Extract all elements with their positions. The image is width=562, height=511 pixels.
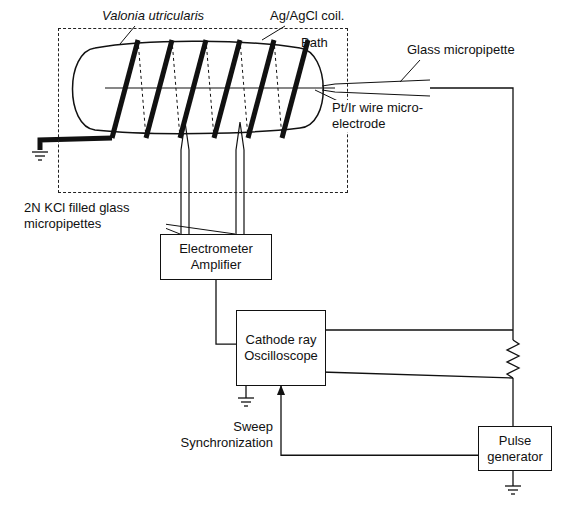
glass-micropipette [322,80,430,96]
coil-winding [248,40,274,138]
bath-region: Bath [58,28,348,193]
scope-ground-wire [245,386,246,398]
coil-lead [40,138,112,150]
coil-back [274,40,282,138]
species-label: Valonia utricularis [100,8,206,24]
kcl-pipettes-label: 2N KCl filled glass micropipettes [22,200,166,232]
coil-winding [282,40,308,138]
ground-symbol [32,152,48,160]
oscilloscope-box: Cathode ray Oscilloscope [236,310,326,386]
pt-ir-wire [105,87,335,88]
scope-input-wires [321,330,513,378]
node-text: Bath [301,35,328,51]
coil-winding [180,40,206,138]
coil-back [138,40,146,138]
ground-symbol [238,398,254,406]
coil-label: Ag/AgCl coil. [268,8,346,24]
edge-label: Sweep Synchronization [159,419,275,451]
pulse-ground-wire [512,471,513,486]
kcl-micropipettes [181,122,244,234]
electrode-label: Pt/Ir wire micro- electrode [330,100,446,132]
connector [281,386,478,455]
micropipette-label: Glass micropipette [405,42,517,58]
coil-back [240,40,248,138]
connector [216,280,236,344]
amplifier-box: Electrometer Amplifier [160,234,272,280]
node-text: Cathode ray Oscilloscope [243,332,319,364]
coil-back [206,40,214,138]
ground-symbol [505,486,521,494]
pulse-generator-box: Pulse generator [478,426,552,471]
node-text: Pulse generator [485,433,545,465]
node-text: Electrometer Amplifier [167,241,265,273]
coil-winding [146,40,172,138]
resistor-symbol [507,340,519,378]
coil-winding [214,40,240,138]
coil-back [172,40,180,138]
ag-agcl-coil [112,40,308,138]
resistor-to-pulse-wire [512,378,513,426]
coil-winding [112,40,138,138]
